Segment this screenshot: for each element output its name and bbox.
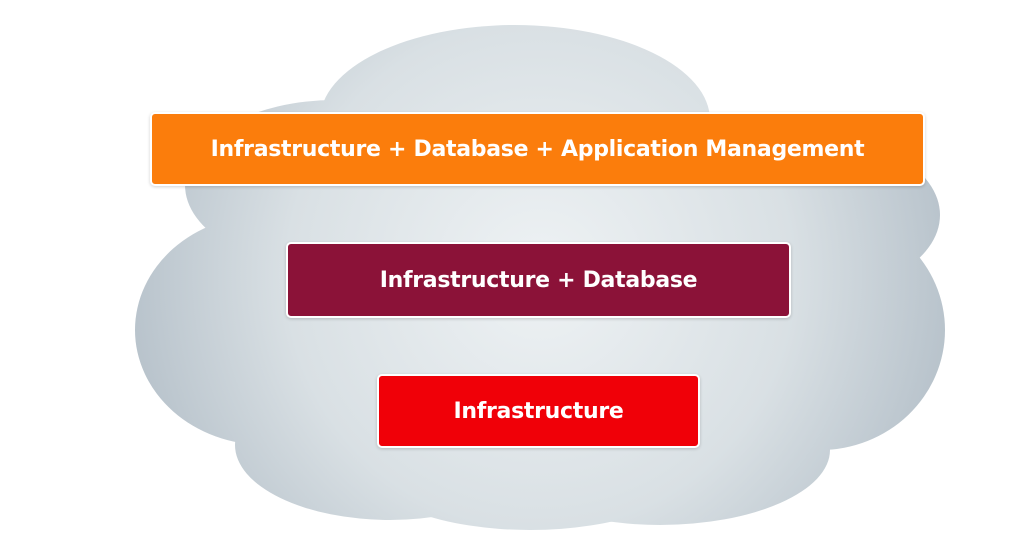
tier-label: Infrastructure bbox=[453, 398, 624, 424]
tier-infrastructure: Infrastructure bbox=[377, 374, 700, 448]
tier-label: Infrastructure + Database + Application … bbox=[210, 136, 865, 162]
tier-infrastructure-database: Infrastructure + Database bbox=[286, 242, 791, 318]
tier-infrastructure-database-application-management: Infrastructure + Database + Application … bbox=[150, 112, 925, 186]
tier-label: Infrastructure + Database bbox=[379, 267, 698, 293]
